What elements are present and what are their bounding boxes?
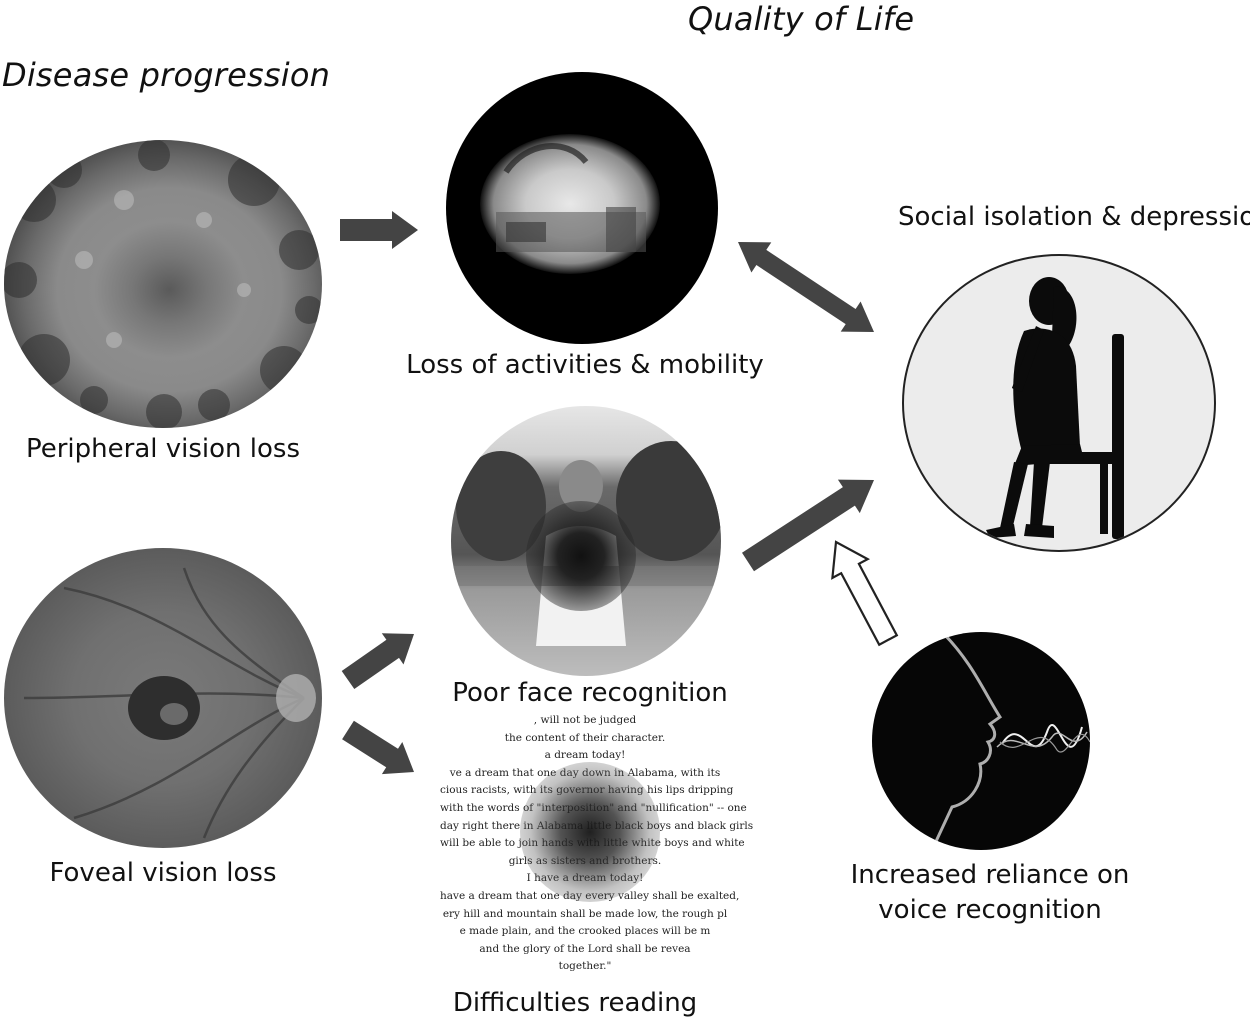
arrow-voice-to-social-hollow [831, 540, 899, 647]
reading-line: ery hill and mountain shall be made low,… [442, 907, 728, 920]
reading-line: the content of their character. [504, 731, 666, 744]
tunnel-vision-scene-image [446, 72, 718, 344]
difficulties-reading-caption: Difficulties reading [452, 988, 698, 1018]
reading-line: , will not be judged [533, 714, 637, 726]
loss-of-activities-caption: Loss of activities & mobility [406, 350, 764, 380]
voice-recognition-image [872, 632, 1090, 850]
depressed-woman-silhouette-icon [986, 277, 1124, 539]
arrow-foveal-to-reading [342, 720, 414, 775]
reading-line: together." [558, 960, 612, 973]
reading-line: e made plain, and the crooked places wil… [459, 925, 711, 938]
arrow-peripheral-to-activities [340, 211, 418, 249]
speaking-face-soundwave-icon [930, 632, 1090, 850]
arrow-foveal-to-face [341, 633, 414, 689]
foveal-vision-loss-caption: Foveal vision loss [49, 858, 277, 888]
reading-text-block: , will not be judged the content of thei… [440, 712, 753, 982]
quality-of-life-header: Quality of Life [688, 0, 915, 38]
poor-face-recognition-caption: Poor face recognition [452, 678, 728, 708]
foveal-retina-image [4, 548, 322, 848]
peripheral-retina-image [4, 140, 322, 428]
arrow-face-to-social [742, 479, 874, 572]
arrow-activities-social-bidirectional [738, 242, 874, 332]
reading-line: a dream today! [544, 749, 626, 762]
social-isolation-circle [902, 254, 1216, 552]
voice-recognition-caption-line2: voice recognition [878, 895, 1102, 925]
face-scotoma-image [451, 406, 721, 676]
peripheral-vision-loss-caption: Peripheral vision loss [25, 434, 300, 464]
social-isolation-caption: Social isolation & depression [898, 202, 1250, 232]
disease-progression-header: Disease progression [2, 56, 331, 94]
reading-scotoma [520, 762, 660, 902]
reading-line: and the glory of the Lord shall be revea [479, 942, 691, 955]
voice-recognition-caption-line1: Increased reliance on [850, 860, 1130, 890]
